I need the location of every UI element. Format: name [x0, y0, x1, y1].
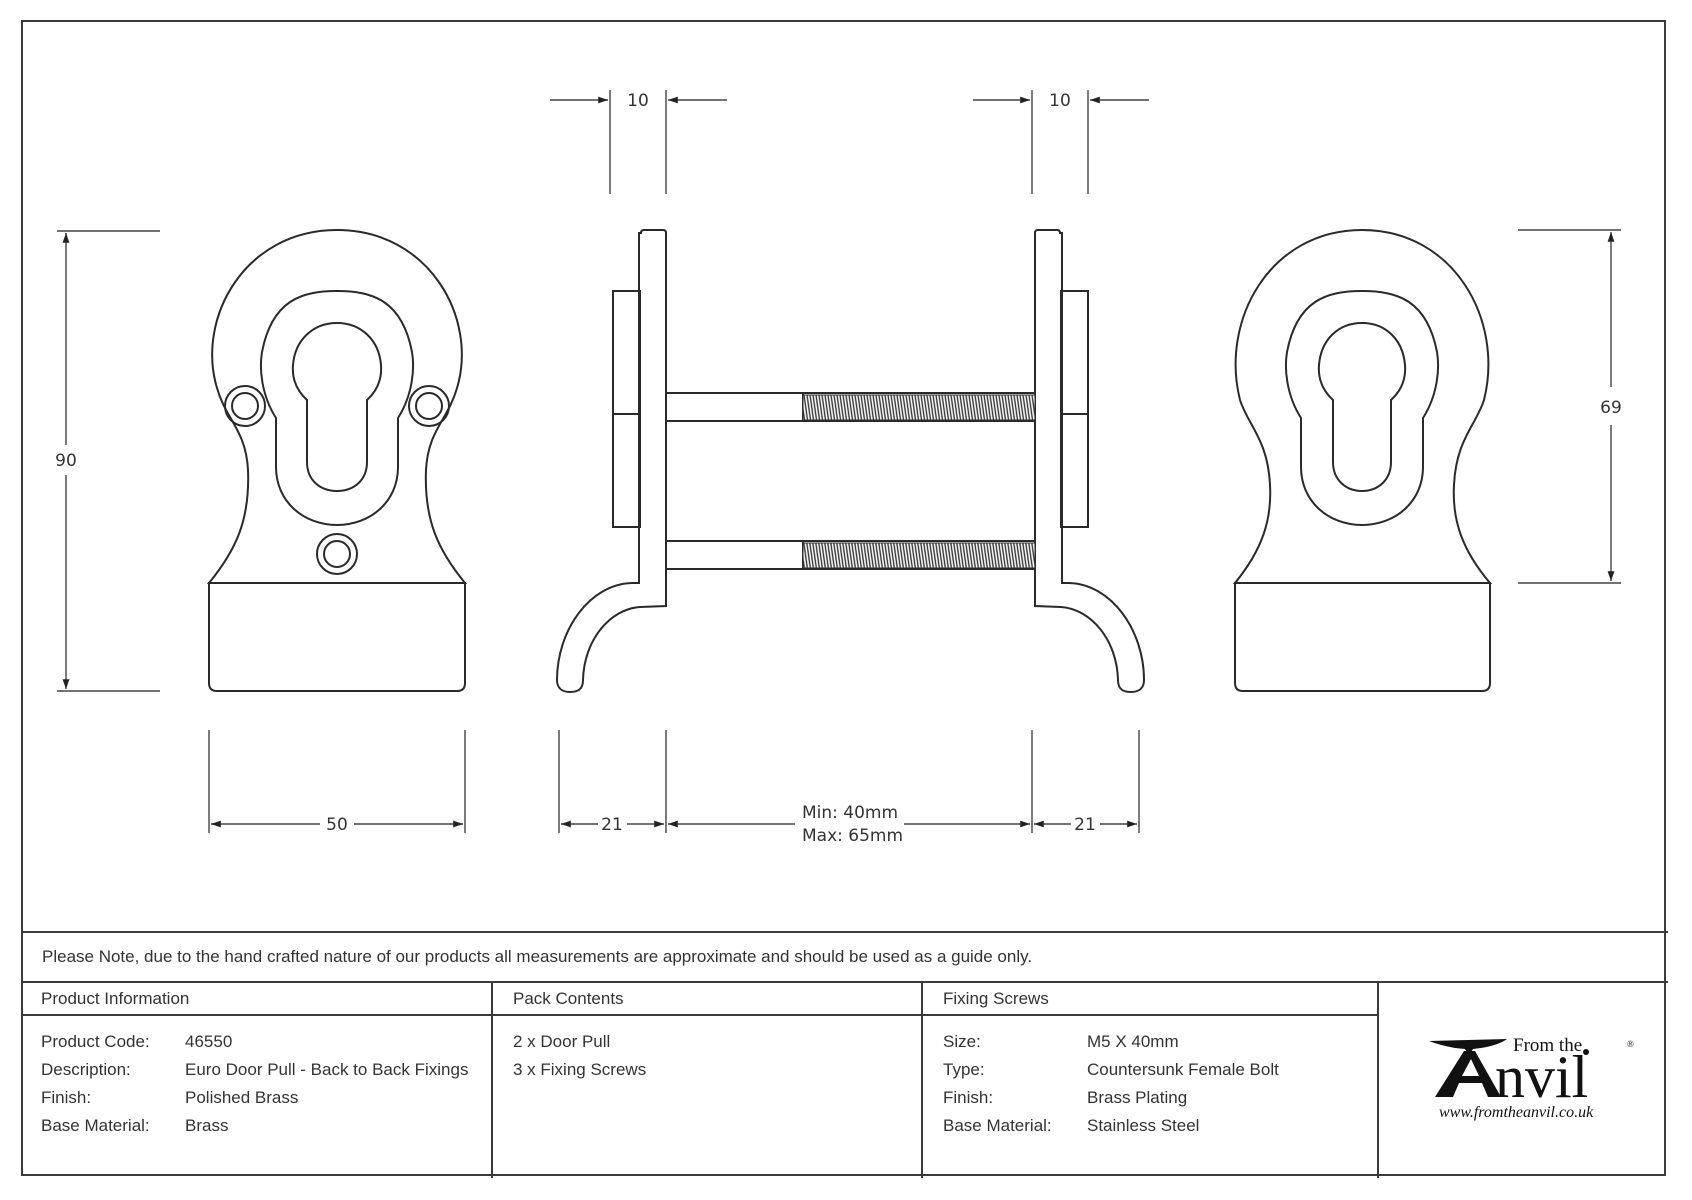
base-material-value: Brass	[185, 1116, 229, 1135]
side-view	[555, 229, 1146, 694]
pack-contents-section: Pack Contents 2 x Door Pull 3 x Fixing S…	[491, 983, 921, 1178]
screw-size-label: Size:	[943, 1032, 981, 1051]
front-view-left	[206, 228, 468, 692]
product-information-heading: Product Information	[21, 983, 491, 1016]
dimension-label-door-max: Max: 65mm	[802, 826, 903, 846]
screw-hole-left-outer	[224, 385, 266, 427]
screw-hole-bottom-outer	[316, 533, 358, 575]
pack-item: 2 x Door Pull	[513, 1032, 611, 1051]
upper-screw-thread	[802, 394, 1036, 421]
screw-hole-bottom-inner	[323, 540, 351, 568]
dimension-label-69: 69	[1600, 398, 1622, 418]
front-view-right	[1232, 228, 1493, 692]
euro-cylinder-hole-plain	[1317, 321, 1407, 493]
screw-finish-value: Brass Plating	[1087, 1088, 1188, 1107]
upper-screw-shank	[665, 392, 804, 422]
dimension-label-10-left: 10	[627, 91, 649, 111]
anvil-icon	[1429, 1039, 1507, 1097]
dimension-side-bottom	[558, 730, 1140, 833]
brand-logo-section: From the nvil ® www.fromtheanvil.co.uk	[1377, 983, 1668, 1178]
finish-row: Finish: Polished Brass	[41, 1084, 491, 1112]
screw-type-label: Type:	[943, 1060, 985, 1079]
product-information-section: Product Information Product Code: 46550 …	[21, 983, 491, 1178]
dimension-label-50: 50	[326, 815, 348, 835]
screw-hole-right-inner	[415, 392, 443, 420]
description-label: Description:	[41, 1060, 131, 1079]
left-pull-profile	[555, 229, 667, 694]
fixing-screws-section: Fixing Screws Size: M5 X 40mm Type: Coun…	[921, 983, 1377, 1178]
dimension-label-90: 90	[55, 451, 77, 471]
screw-type-row: Type: Countersunk Female Bolt	[943, 1056, 1377, 1084]
product-info-table: Product Information Product Code: 46550 …	[21, 981, 1668, 1178]
pack-item: 3 x Fixing Screws	[513, 1060, 647, 1079]
drawing-canvas: 90 50	[55, 90, 1622, 846]
description-value: Euro Door Pull - Back to Back Fixings	[185, 1060, 469, 1079]
screw-hole-left-inner	[231, 392, 259, 420]
dimension-label-21-left: 21	[601, 815, 623, 835]
drawing-frame	[21, 20, 1666, 1176]
finish-label: Finish:	[41, 1088, 92, 1107]
lower-screw-shank	[665, 540, 804, 570]
logo-prefix: From the	[1513, 1035, 1582, 1056]
cylinder-surround-plain	[1284, 289, 1440, 527]
logo-brand-rest: nvil	[1495, 1044, 1588, 1110]
right-pull-profile	[1034, 229, 1146, 694]
product-code-label: Product Code:	[41, 1032, 150, 1051]
grip-block	[208, 582, 466, 692]
screw-type-value: Countersunk Female Bolt	[1087, 1060, 1279, 1079]
screw-base-material-value: Stainless Steel	[1087, 1116, 1200, 1135]
product-code-row: Product Code: 46550	[41, 1028, 491, 1056]
screw-finish-row: Finish: Brass Plating	[943, 1084, 1377, 1112]
logo-registered-mark: ®	[1627, 1039, 1634, 1049]
cylinder-surround	[259, 289, 415, 527]
screw-size-value: M5 X 40mm	[1087, 1032, 1179, 1051]
lower-screw-thread	[802, 542, 1036, 569]
escutcheon-outline	[206, 228, 468, 584]
euro-cylinder-hole	[291, 321, 383, 493]
dimension-height-90	[57, 230, 160, 692]
screw-base-material-label: Base Material:	[943, 1116, 1052, 1135]
disclaimer-text: Please Note, due to the hand crafted nat…	[42, 947, 1033, 966]
dimension-left-plate-10	[550, 90, 727, 194]
dimension-right-plate-10	[973, 90, 1149, 194]
left-boss	[612, 290, 641, 528]
dimension-label-door-min: Min: 40mm	[802, 803, 898, 823]
right-boss	[1060, 290, 1089, 528]
screw-size-row: Size: M5 X 40mm	[943, 1028, 1377, 1056]
description-row: Description: Euro Door Pull - Back to Ba…	[41, 1056, 491, 1084]
dimension-label-21-right: 21	[1074, 815, 1096, 835]
screw-hole-right-outer	[408, 385, 450, 427]
dimension-height-69	[1518, 229, 1621, 584]
pack-contents-heading: Pack Contents	[493, 983, 921, 1016]
finish-value: Polished Brass	[185, 1088, 299, 1107]
screw-finish-label: Finish:	[943, 1088, 994, 1107]
logo-dot	[1583, 1049, 1589, 1055]
base-material-row: Base Material: Brass	[41, 1112, 491, 1140]
from-the-anvil-logo: From the nvil ® www.fromtheanvil.co.uk	[1429, 1033, 1649, 1123]
product-code-value: 46550	[185, 1032, 233, 1051]
dimension-label-10-right: 10	[1049, 91, 1071, 111]
escutcheon-outline-plain	[1232, 228, 1493, 584]
screw-base-material-row: Base Material: Stainless Steel	[943, 1112, 1377, 1140]
dimension-width-50	[208, 730, 466, 833]
measurement-disclaimer: Please Note, due to the hand crafted nat…	[21, 931, 1668, 981]
grip-block-plain	[1234, 582, 1491, 692]
logo-url: www.fromtheanvil.co.uk	[1439, 1104, 1594, 1121]
fixing-screws-heading: Fixing Screws	[923, 983, 1377, 1016]
base-material-label: Base Material:	[41, 1116, 150, 1135]
